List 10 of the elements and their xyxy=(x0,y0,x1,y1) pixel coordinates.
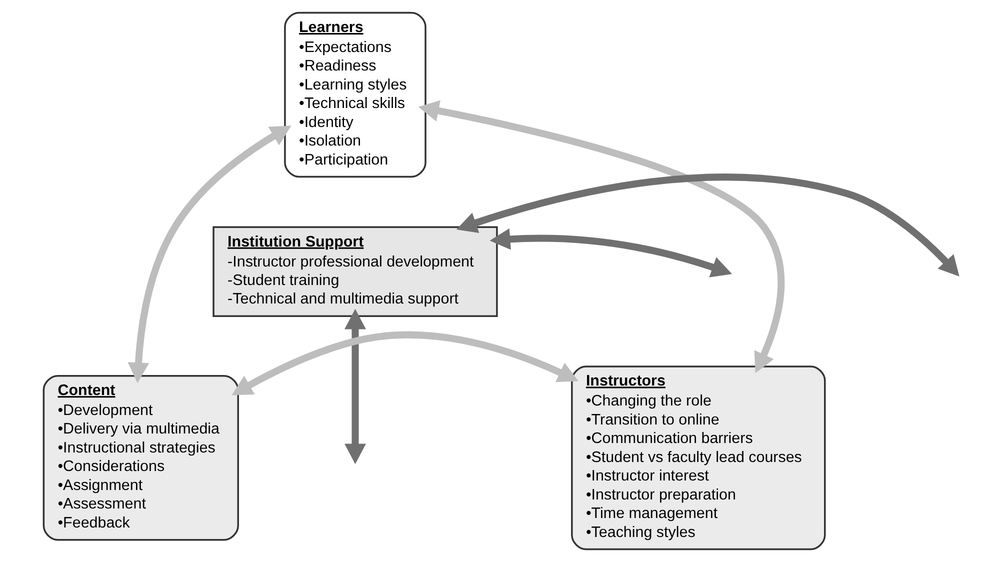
arrow xyxy=(489,228,732,278)
arrow xyxy=(344,308,366,464)
arrow xyxy=(127,126,291,384)
node-box: Instructors •Changing the role •Transition to online •Communication barriers •Student vs faculty lead courses •Instructor interest •Instructor preparation •Time management •Teaching styles xyxy=(570,366,826,550)
arrow xyxy=(231,331,578,396)
arrow xyxy=(456,174,959,277)
node-box: Learners •Expectations •Readiness •Learning styles •Technical skills •Identity •Isolation •Participation xyxy=(284,12,426,178)
node-box: Content •Development •Delivery via multimedia •Instructional strategies •Considerations •Assignment •Assessment •Feedback xyxy=(42,375,238,541)
node-box: Institution Support -Instructor professional development -Student training -Technical and multimedia support xyxy=(212,226,498,318)
arrow xyxy=(418,100,784,374)
